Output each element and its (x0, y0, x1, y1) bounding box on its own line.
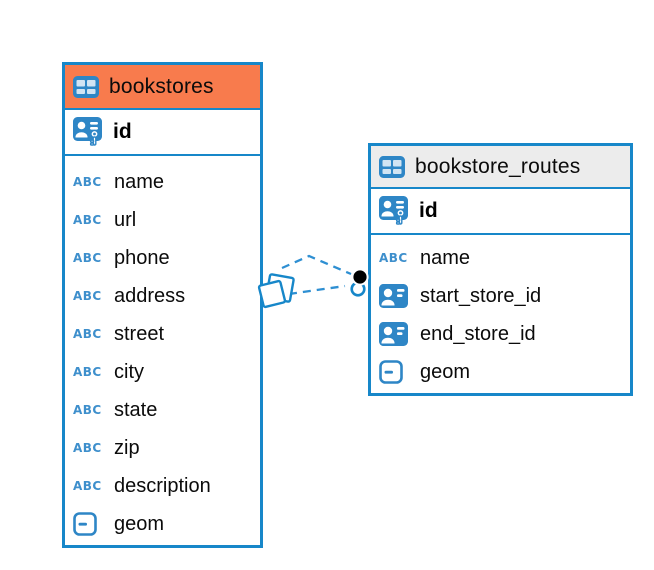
column-row-id[interactable]: id (371, 189, 630, 235)
table-bookstores[interactable]: bookstores id ABC name ABC url ABC phone… (62, 62, 263, 548)
text-type-icon: ABC (73, 403, 102, 417)
column-name: address (114, 284, 186, 307)
relationship-line[interactable] (281, 254, 352, 296)
column-row-zip[interactable]: ABC zip (65, 429, 260, 467)
column-name: end_store_id (420, 322, 536, 345)
column-row-state[interactable]: ABC state (65, 391, 260, 429)
foreign-key-icon (379, 284, 410, 308)
text-type-icon: ABC (73, 479, 102, 493)
geometry-type-icon (73, 512, 104, 536)
endpoint-dot (351, 268, 369, 286)
relationship-line-lower (288, 284, 346, 296)
primary-key-icon (378, 195, 410, 226)
table-bookstore-routes[interactable]: bookstore_routes id ABC name start_store… (368, 143, 633, 396)
column-name: id (113, 120, 132, 143)
relationship-endpoint[interactable] (350, 268, 369, 297)
geometry-type-icon (379, 360, 410, 384)
column-name: geom (114, 512, 165, 535)
column-row-phone[interactable]: ABC phone (65, 239, 260, 277)
column-row-street[interactable]: ABC street (65, 315, 260, 353)
column-name: start_store_id (420, 284, 542, 307)
column-row-name[interactable]: ABC name (371, 239, 630, 277)
text-type-icon: ABC (73, 365, 102, 379)
table-header-bookstores[interactable]: bookstores (65, 65, 260, 110)
relationship-source-marker[interactable] (257, 273, 295, 309)
text-type-icon: ABC (73, 251, 102, 265)
column-row-geom[interactable]: geom (65, 505, 260, 543)
column-name: name (420, 246, 471, 269)
column-row-address[interactable]: ABC address (65, 277, 260, 315)
column-name: geom (420, 360, 471, 383)
column-name: description (114, 474, 211, 497)
column-list: ABC name ABC url ABC phone ABC address A… (65, 156, 260, 543)
foreign-key-icon (379, 322, 410, 346)
column-row-city[interactable]: ABC city (65, 353, 260, 391)
column-name: street (114, 322, 165, 345)
column-name: state (114, 398, 158, 421)
column-name: city (114, 360, 144, 383)
column-list: ABC name start_store_id end_store_id ge (371, 235, 630, 391)
primary-key-icon (72, 116, 104, 147)
text-type-icon: ABC (73, 213, 102, 227)
text-type-icon: ABC (73, 441, 102, 455)
relationship-line-upper (281, 254, 352, 276)
column-row-name[interactable]: ABC name (65, 163, 260, 201)
column-name: name (114, 170, 165, 193)
column-row-geom[interactable]: geom (371, 353, 630, 391)
column-name: phone (114, 246, 170, 269)
text-type-icon: ABC (73, 327, 102, 341)
table-icon (73, 75, 100, 98)
table-title: bookstore_routes (415, 154, 581, 178)
table-header-bookstore-routes[interactable]: bookstore_routes (371, 146, 630, 189)
text-type-icon: ABC (379, 251, 408, 265)
text-type-icon: ABC (73, 175, 102, 189)
column-row-description[interactable]: ABC description (65, 467, 260, 505)
column-row-id[interactable]: id (65, 110, 260, 156)
column-row-url[interactable]: ABC url (65, 201, 260, 239)
column-row-start-store-id[interactable]: start_store_id (371, 277, 630, 315)
column-name: zip (114, 436, 140, 459)
column-name: id (419, 199, 438, 222)
table-title: bookstores (109, 74, 214, 98)
table-icon (379, 155, 406, 178)
text-type-icon: ABC (73, 289, 102, 303)
column-row-end-store-id[interactable]: end_store_id (371, 315, 630, 353)
column-name: url (114, 208, 137, 231)
